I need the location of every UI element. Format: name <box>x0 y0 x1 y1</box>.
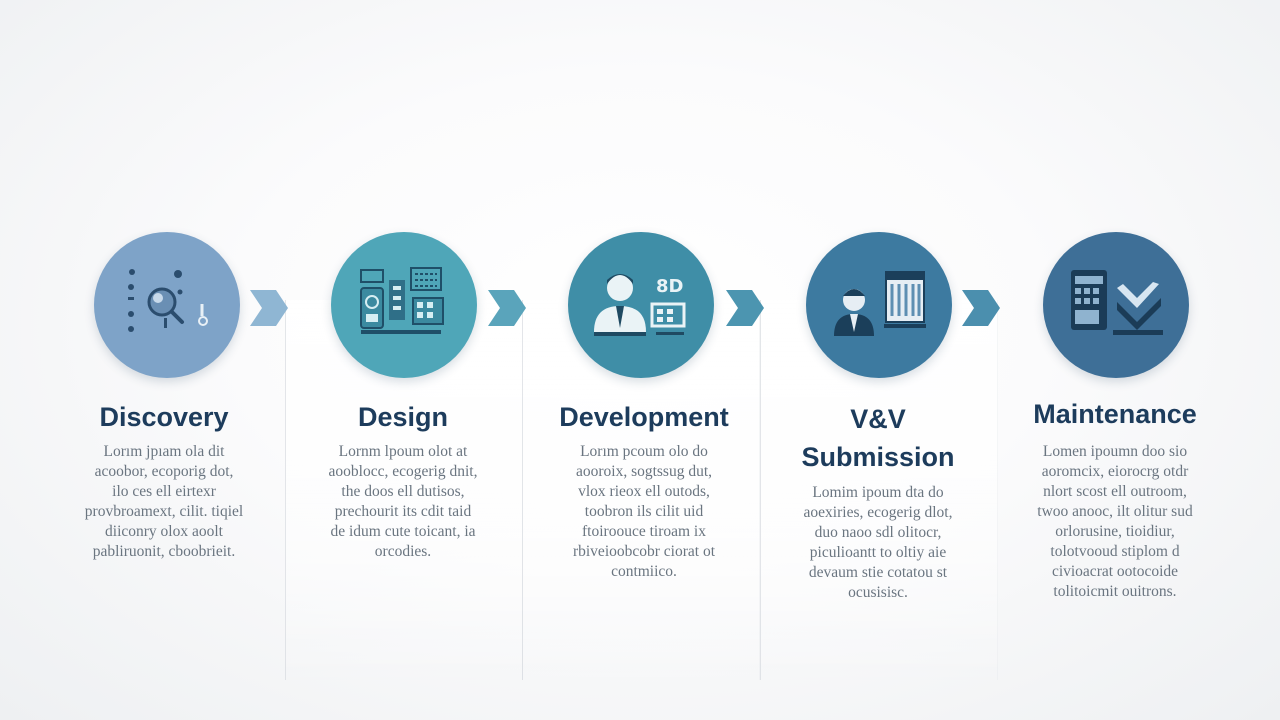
arrow-discovery-to-design <box>250 290 288 326</box>
arrow-design-to-development <box>488 290 526 326</box>
step-circle-design <box>331 232 477 378</box>
verification-icon <box>834 271 926 336</box>
step-description-discovery: Lorım jpıam ola dit acoobor, ecoporig do… <box>84 443 244 560</box>
developer-icon: 8D <box>594 274 686 336</box>
step-title-vv-submission: V&V Submission <box>801 404 955 472</box>
arrow-development-to-vv <box>726 290 764 326</box>
step-title-design: Design <box>357 402 449 432</box>
step-circle-discovery <box>94 232 240 378</box>
maintenance-icon <box>1071 270 1163 335</box>
step-circle-vv <box>806 232 952 378</box>
discovery-icon <box>128 269 208 332</box>
step-description-vv-submission: Lomim ipoum dta do aoexiries, ecogerig d… <box>803 484 953 601</box>
step-description-design: Lornm lpoum olot at aooblocc, ecogerig d… <box>328 443 478 560</box>
step-circle-development: 8D <box>568 232 714 378</box>
svg-text:8D: 8D <box>656 276 683 297</box>
step-title-development: Development <box>559 402 729 432</box>
step-circle-maintenance <box>1043 232 1189 378</box>
arrow-vv-to-maintenance <box>962 290 1000 326</box>
step-title-discovery: Discovery <box>99 402 229 432</box>
step-description-development: Lorım pcoum olo do aooroix, sogtssug dut… <box>572 443 716 580</box>
step-title-maintenance: Maintenance <box>1033 399 1197 429</box>
design-blueprint-icon <box>360 267 444 334</box>
step-description-maintenance: Lomen ipoumn doo sio aoromcix, eiorocrg … <box>1037 443 1193 600</box>
